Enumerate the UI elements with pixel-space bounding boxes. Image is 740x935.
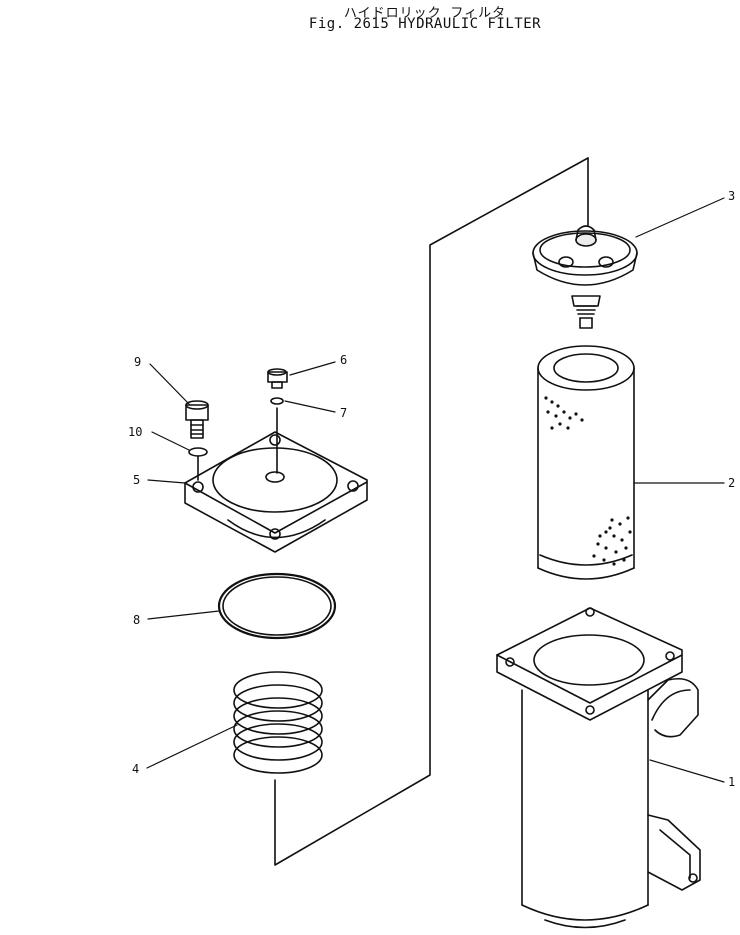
callout-1: 1 xyxy=(728,775,735,789)
callout-4: 4 xyxy=(132,762,139,776)
diagram-title: Fig. 2615 HYDRAULIC FILTER xyxy=(308,16,542,32)
part-o-ring-large xyxy=(217,572,337,640)
diagram-title-japanese: ハイドロリック フィルタ xyxy=(343,6,507,21)
callout-8: 8 xyxy=(133,613,140,627)
assembly-guide-path xyxy=(274,157,589,866)
callout-9: 9 xyxy=(134,355,141,369)
part-relief-valve-cap xyxy=(532,225,638,329)
part-bolt xyxy=(185,400,209,439)
part-filter-housing xyxy=(496,607,701,929)
part-cover xyxy=(184,431,368,553)
part-plug xyxy=(267,368,288,389)
callout-3: 3 xyxy=(728,189,735,203)
callout-6: 6 xyxy=(340,353,347,367)
leader-lines xyxy=(146,197,725,783)
callout-7: 7 xyxy=(340,406,347,420)
callout-5: 5 xyxy=(133,473,140,487)
part-spring xyxy=(233,671,323,774)
callout-2: 2 xyxy=(728,476,735,490)
part-washer xyxy=(188,447,208,457)
part-o-ring-small xyxy=(270,397,284,405)
callout-10: 10 xyxy=(128,425,142,439)
part-filter-element xyxy=(537,345,635,580)
